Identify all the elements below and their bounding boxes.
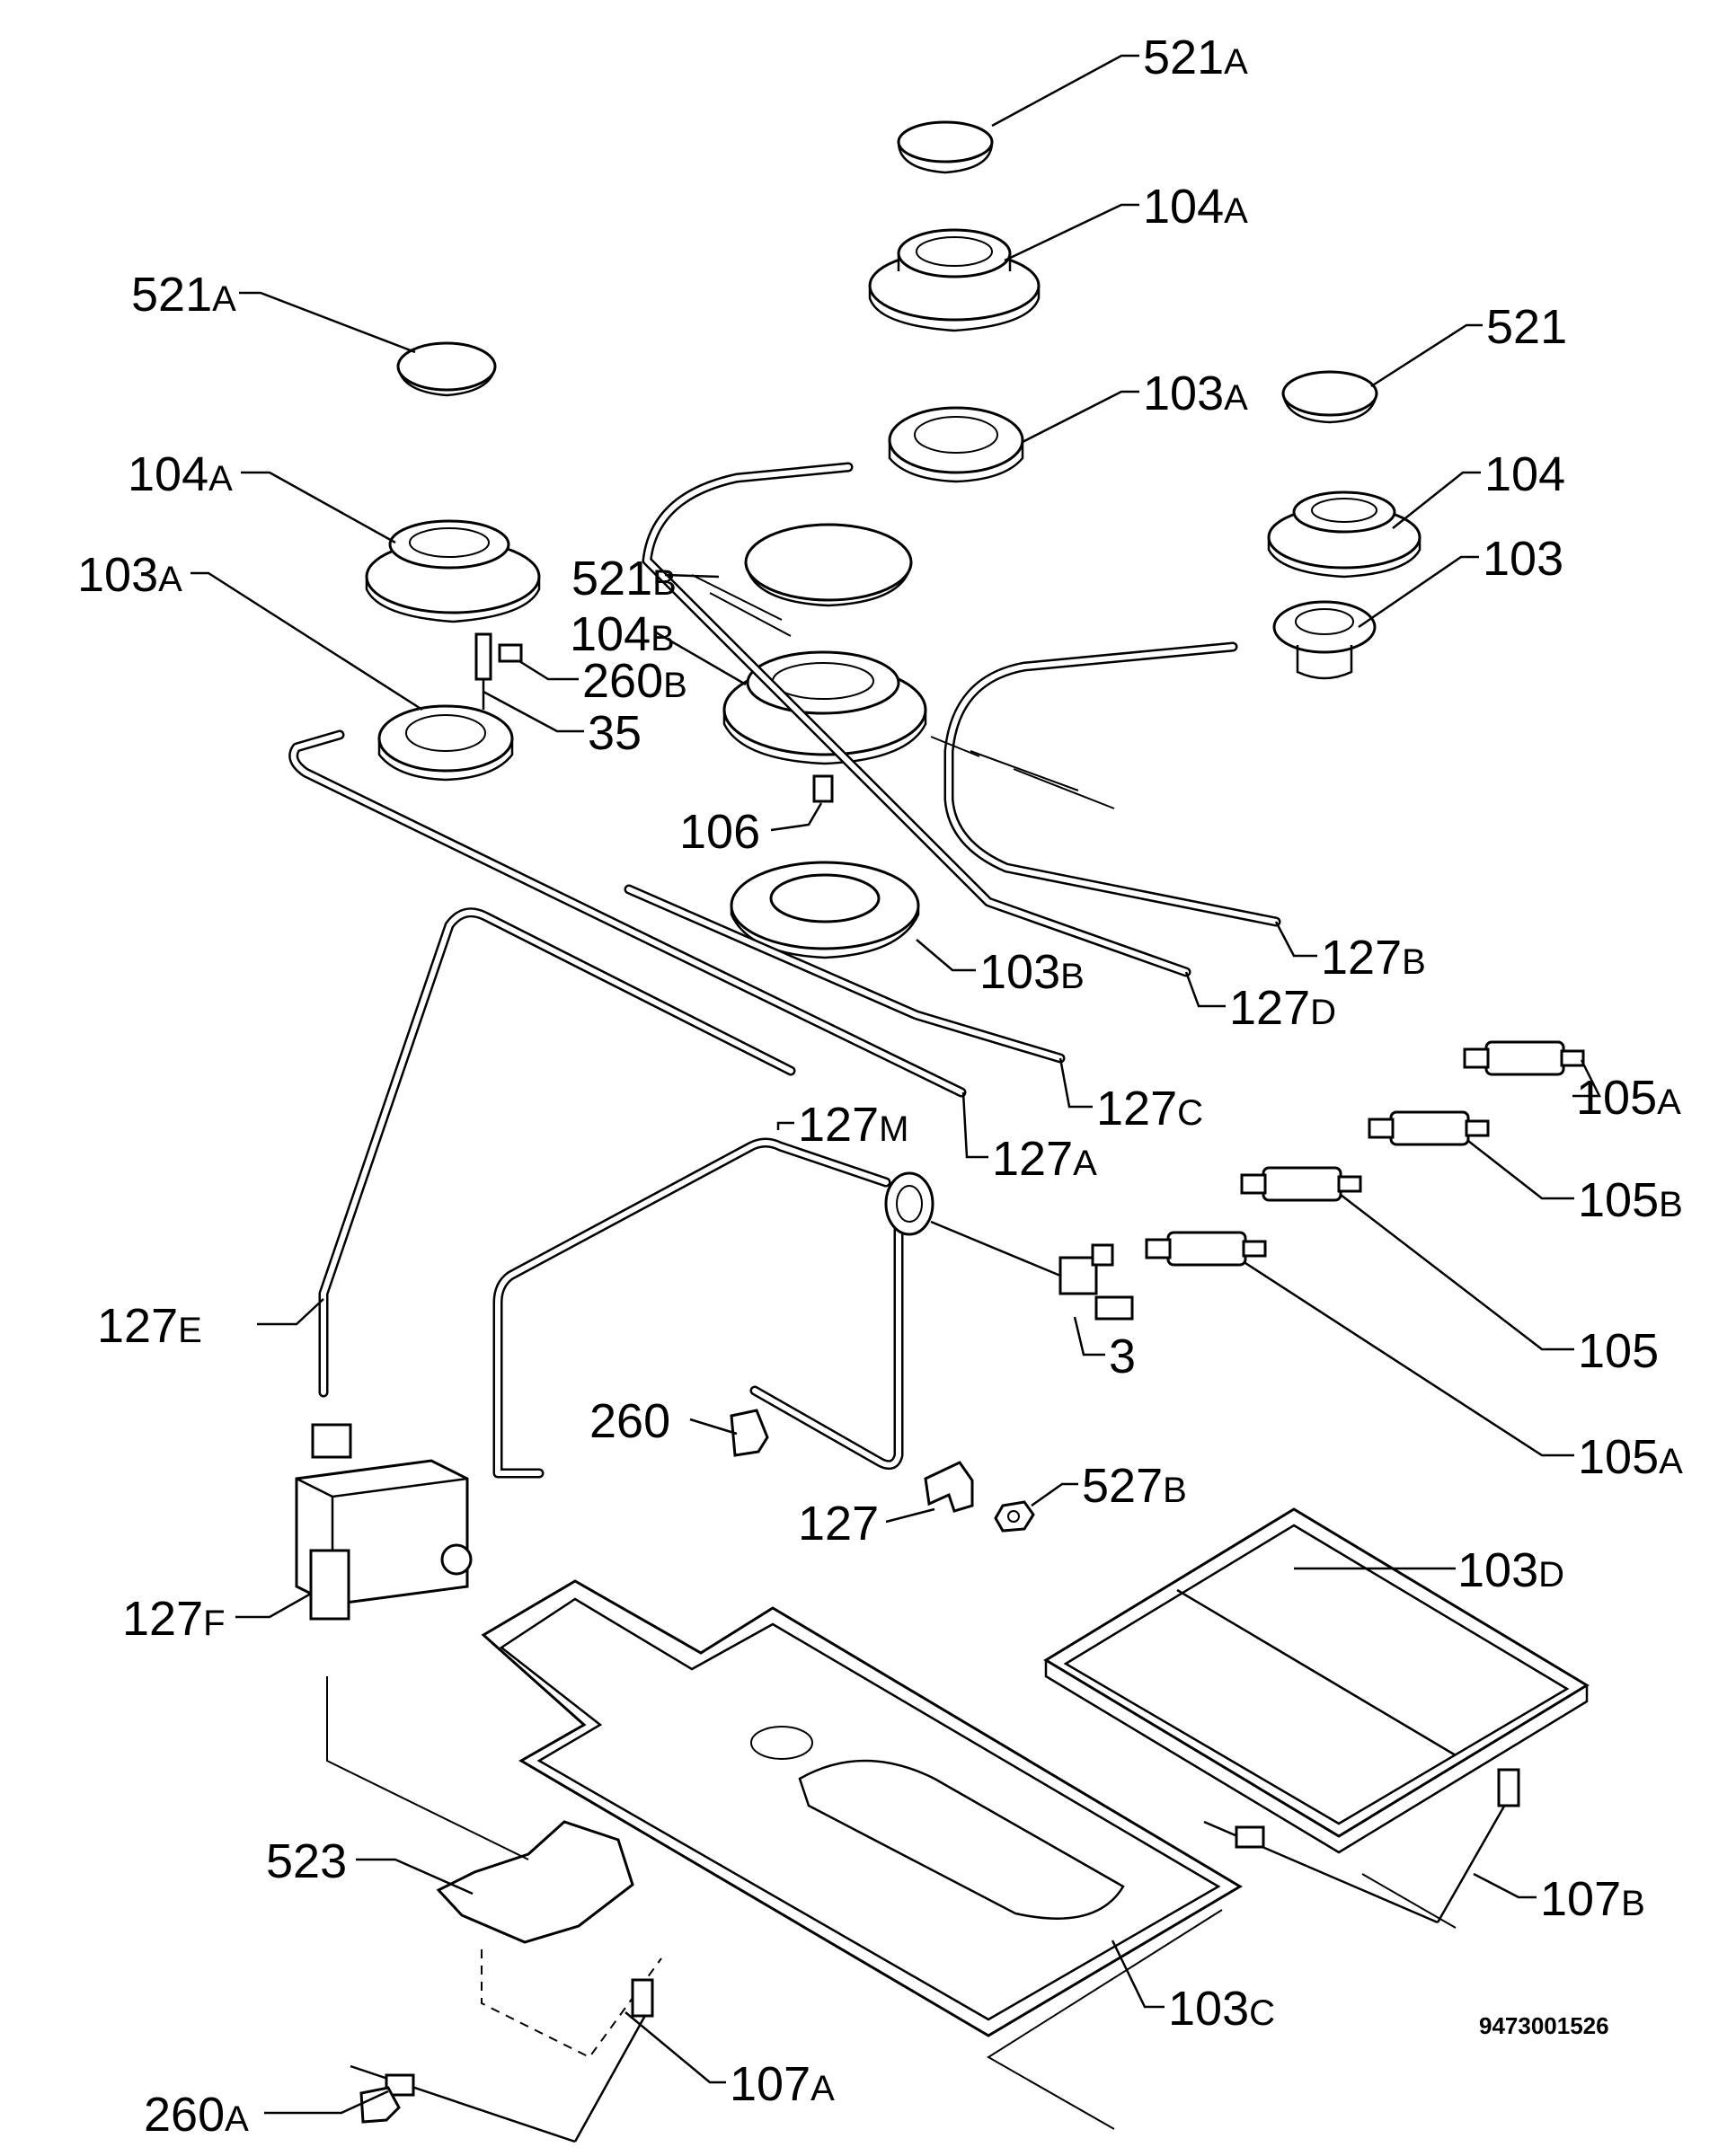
valve-3 (884, 1171, 1134, 1321)
label-103c: 103C (1168, 1982, 1275, 2036)
elbow-fitting-127 (924, 1461, 974, 1513)
label-127m: 127M (798, 1098, 908, 1152)
ignition-lead-107a (350, 1978, 654, 2143)
base-plate-103c (481, 1579, 1243, 2037)
label-103-right: 103 (1483, 532, 1563, 586)
burner-head-104-right (1267, 490, 1422, 579)
label-521a-top: 521A (1143, 31, 1248, 84)
injector-holder-105b (1368, 1110, 1490, 1146)
nut-527b (994, 1500, 1035, 1533)
label-521b: 521B (571, 552, 677, 605)
label-107a: 107A (730, 2057, 835, 2111)
regulator-127f (295, 1423, 473, 1621)
clip-260a (359, 2086, 401, 2124)
label-127f: 127F (122, 1592, 226, 1646)
label-103a-mid: 103A (1143, 367, 1248, 420)
label-105: 105 (1578, 1324, 1659, 1378)
label-103b: 103B (979, 945, 1085, 999)
burner-head-104a-left (365, 519, 541, 623)
burner-cap-521a-left (396, 341, 497, 397)
gas-pipe-127d (642, 462, 1191, 977)
label-260a: 260A (144, 2088, 249, 2142)
label-127: 127 (798, 1497, 879, 1551)
label-103d: 103D (1457, 1543, 1564, 1597)
label-105b: 105B (1578, 1173, 1683, 1227)
label-521-right: 521 (1486, 300, 1567, 354)
burner-cap-521-right (1281, 370, 1378, 424)
bracket-523 (436, 1820, 662, 2059)
burner-cup-103a-mid (888, 406, 1024, 483)
label-523: 523 (266, 1834, 347, 1888)
label-105a-bottom: 105A (1578, 1430, 1683, 1484)
label-127e: 127E (97, 1299, 202, 1353)
ignition-lead-107b (1203, 1768, 1520, 1924)
label-104a-left: 104A (128, 447, 233, 501)
burner-cap-521a-top (897, 120, 994, 174)
gas-pipe-127b (943, 641, 1281, 927)
label-260b: 260B (582, 654, 687, 708)
drip-tray-103d (1043, 1507, 1590, 1854)
label-35: 35 (588, 706, 642, 760)
gas-pipe-127a (288, 729, 967, 1098)
label-104b: 104B (570, 607, 675, 661)
injector-106 (812, 774, 834, 803)
label-107b: 107B (1540, 1872, 1645, 1926)
label-104a-top: 104A (1143, 180, 1248, 234)
burner-cup-103a-left (377, 704, 514, 782)
injector-holder-105a-top (1463, 1040, 1585, 1076)
thermocouple-35 (474, 632, 492, 710)
gas-pipe-127m (492, 1137, 904, 1479)
label-127c: 127C (1096, 1082, 1203, 1135)
label-103a-left: 103A (77, 548, 182, 602)
label-527b: 527B (1082, 1459, 1187, 1513)
burner-cup-103-right (1272, 600, 1377, 680)
label-3: 3 (1109, 1330, 1136, 1383)
label-127a: 127A (992, 1132, 1097, 1186)
gas-pipe-127e (318, 907, 796, 1398)
burner-cap-521b (744, 523, 913, 607)
label-104-right: 104 (1484, 447, 1565, 501)
leader-lines (190, 54, 1602, 2115)
diagram-code: 9473001526 (1479, 2012, 1609, 2039)
label-127d: 127D (1229, 981, 1336, 1035)
gas-pipe-127c (624, 884, 1066, 1064)
label-105a-top: 105A (1576, 1071, 1681, 1125)
burner-head-104a-top (868, 228, 1041, 332)
label-127b: 127B (1321, 931, 1426, 985)
label-260: 260 (589, 1394, 670, 1448)
label-521a-left: 521A (131, 268, 236, 322)
clip-260 (730, 1409, 769, 1457)
clip-260b (498, 643, 523, 663)
injector-holder-105a-bottom (1145, 1231, 1267, 1267)
burner-cup-103b (730, 861, 920, 959)
injector-holder-105 (1240, 1166, 1362, 1202)
label-106: 106 (679, 805, 760, 859)
